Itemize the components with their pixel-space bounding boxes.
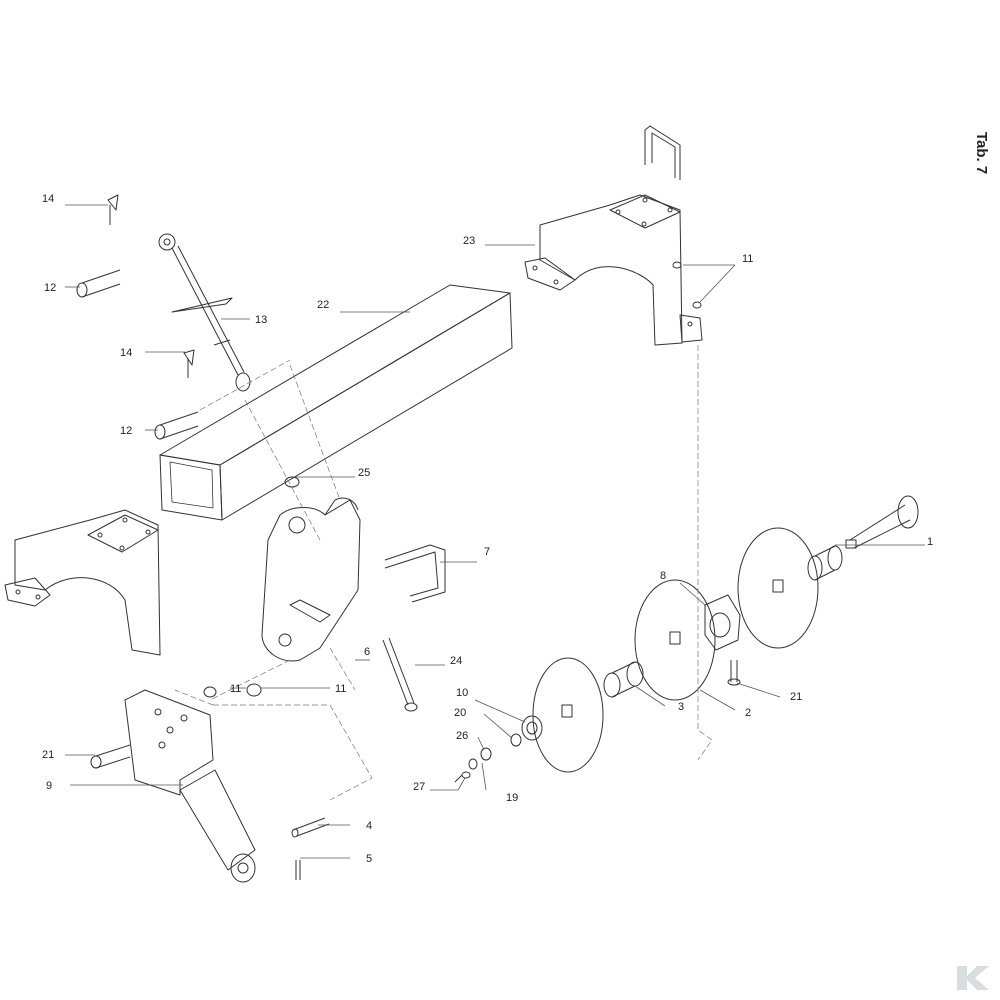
callout-3: 3 xyxy=(678,701,684,713)
callout-24: 24 xyxy=(450,655,462,667)
part-24-bolt xyxy=(382,637,418,712)
part-27-screw xyxy=(454,771,471,783)
callout-14-lower: 14 xyxy=(120,347,132,359)
part-22-square-tube xyxy=(159,284,513,521)
callout-10: 10 xyxy=(456,687,468,699)
part-19-washer xyxy=(468,758,478,770)
callout-20: 20 xyxy=(454,707,466,719)
callout-19: 19 xyxy=(506,792,518,804)
part-25-nut xyxy=(284,476,300,488)
callout-27: 27 xyxy=(413,781,425,793)
callout-11-right: 11 xyxy=(335,683,346,695)
callout-7: 7 xyxy=(484,546,490,558)
callout-6: 6 xyxy=(364,646,370,658)
part-26-nut xyxy=(480,747,492,761)
part-14-linch-pins xyxy=(107,194,195,378)
assembly-lines xyxy=(174,345,713,801)
callout-21-right: 21 xyxy=(790,691,802,703)
callout-12-upper: 12 xyxy=(44,282,56,294)
part-1-shaft xyxy=(845,495,919,549)
callout-4: 4 xyxy=(366,820,372,832)
callout-26: 26 xyxy=(456,730,468,742)
part-21-bolts xyxy=(90,660,741,769)
disc-lower xyxy=(532,657,604,773)
part-20-washer xyxy=(510,733,522,747)
callout-23: 23 xyxy=(463,235,475,247)
callout-14-upper: 14 xyxy=(42,193,54,205)
callout-8: 8 xyxy=(660,570,666,582)
callout-11-upper: 11 xyxy=(742,253,753,265)
part-9-lower-arm xyxy=(124,689,256,883)
u-bolt-upper xyxy=(644,125,681,180)
part-5-roll-pin xyxy=(295,860,301,880)
callout-2: 2 xyxy=(745,707,751,719)
callout-12-lower: 12 xyxy=(120,425,132,437)
callout-25: 25 xyxy=(358,467,370,479)
part-10-collar xyxy=(521,715,543,741)
callout-22: 22 xyxy=(317,299,329,311)
disc-upper xyxy=(737,527,819,649)
part-7-u-bolt xyxy=(384,544,446,603)
callout-11-left: 11 xyxy=(230,683,241,695)
callout-21-left: 21 xyxy=(42,749,54,761)
callout-9: 9 xyxy=(46,780,52,792)
spacer-upper xyxy=(807,545,843,581)
leader-lines xyxy=(65,204,925,859)
left-bracket xyxy=(4,509,161,656)
part-13-top-link xyxy=(158,233,251,392)
part-8-bearing xyxy=(704,594,741,651)
callout-5: 5 xyxy=(366,853,372,865)
part-23-bracket xyxy=(524,194,703,346)
part-12-pins xyxy=(76,269,199,440)
part-6-headstock xyxy=(261,497,361,662)
part-3-spacer xyxy=(603,661,644,698)
part-2-disc xyxy=(634,579,716,701)
part-4-pin xyxy=(291,817,330,838)
callout-1: 1 xyxy=(927,536,933,548)
part-11-nuts xyxy=(203,261,702,698)
kramp-k-logo xyxy=(957,966,989,990)
callout-13: 13 xyxy=(255,314,267,326)
